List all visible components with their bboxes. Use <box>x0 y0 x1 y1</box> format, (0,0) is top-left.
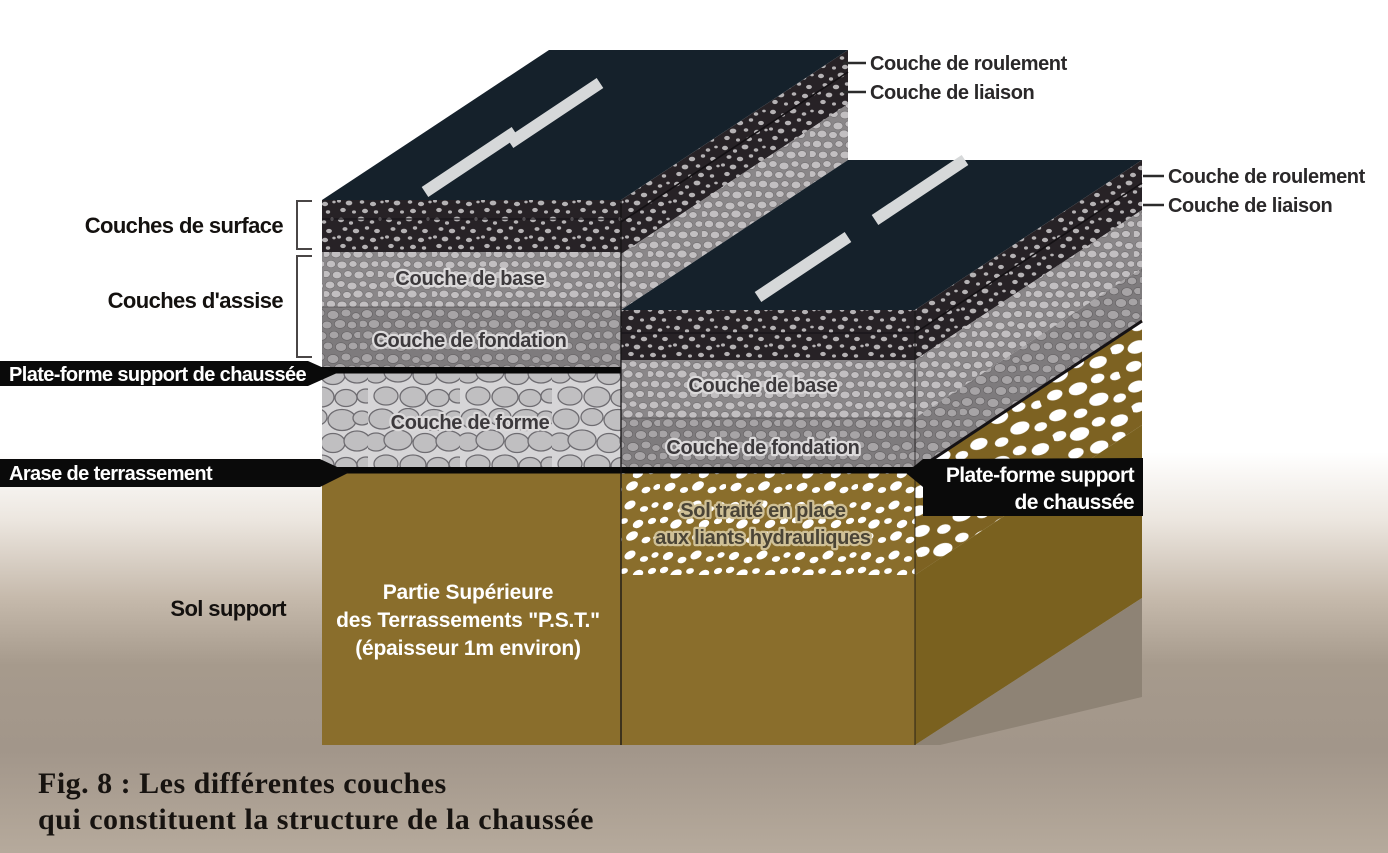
couches-d-assise-label: Couches d'assise <box>108 288 284 313</box>
plateforme-banner-label: Plate-forme support de chaussée <box>9 364 307 386</box>
figure-caption-line1: Fig. 8 : Les différentes couches <box>38 767 447 800</box>
plateforme-right-banner-line1: Plate-forme support <box>946 464 1135 487</box>
plateforme-banner <box>0 361 336 386</box>
plateforme-level-line <box>318 367 621 374</box>
block1-pst-label-line2: des Terrassements "P.S.T." <box>336 609 600 632</box>
assise-bracket <box>296 255 312 358</box>
block2-road-surface <box>621 160 1142 310</box>
figure-caption-line2: qui constituent la structure de la chaus… <box>38 803 594 836</box>
block1-lane-dash-1 <box>421 127 519 197</box>
plateforme-right-banner <box>906 458 1143 516</box>
block1-forme-label: Couche de forme <box>391 412 550 434</box>
block2-side-roulement-liaison-seam <box>914 182 1143 334</box>
arase-plateforme-level-line <box>326 467 923 474</box>
block2-front-base-layer <box>621 360 915 418</box>
block1-base-label: Couche de base <box>395 268 544 290</box>
b2-roulement-label: Couche de roulement <box>1168 166 1366 188</box>
block2-lane-dash-1 <box>754 232 852 302</box>
block1-front-surface-layer <box>322 200 621 252</box>
surface-bracket <box>296 200 312 250</box>
block2-sol-traite-label-line1: Sol traité en place <box>680 500 846 522</box>
block1-pst-label-line1: Partie Supérieure <box>383 581 554 604</box>
block1-pst-label-line3: (épaisseur 1m environ) <box>355 637 581 660</box>
block2-side-surface-layer <box>915 160 1142 360</box>
b2-liaison-label: Couche de liaison <box>1168 195 1332 217</box>
sol-support-label: Sol support <box>170 596 287 621</box>
block2-side-base-layer <box>915 210 1142 418</box>
block1-front-fondation-layer <box>322 307 621 370</box>
block2-front-pst-layer <box>621 575 915 745</box>
block2-sol-traite-label-line2: aux liants hydrauliques <box>655 527 871 549</box>
block2-lane-dash-2 <box>871 155 969 225</box>
block2-front-fondation-layer <box>621 418 915 470</box>
b1-liaison-label: Couche de liaison <box>870 82 1034 104</box>
block2-side-fondation-layer <box>915 268 1142 470</box>
block1-lane-dash-2 <box>506 78 604 148</box>
block1-front-forme-layer <box>322 370 621 467</box>
block1-road-surface <box>322 50 848 200</box>
block1-fondation-label: Couche de fondation <box>373 330 566 352</box>
couches-de-surface-label: Couches de surface <box>85 213 284 238</box>
block2-fondation-label: Couche de fondation <box>666 437 859 459</box>
block1-side-base-layer <box>621 104 848 310</box>
block1-front-base-layer <box>322 252 621 307</box>
plateforme-right-banner-line2: de chaussée <box>1015 491 1134 514</box>
block1-side-surface-layer <box>621 50 848 254</box>
block1-front-pst-layer <box>322 467 621 745</box>
block2-base-label: Couche de base <box>688 375 837 397</box>
block2-side-plateforme-line <box>914 319 1143 473</box>
block2-front-surface-layer <box>621 310 915 360</box>
block1-side-roulement-liaison-seam <box>620 71 849 223</box>
arase-banner <box>0 459 349 487</box>
b1-roulement-label: Couche de roulement <box>870 53 1068 75</box>
arase-banner-label: Arase de terrassement <box>9 463 213 485</box>
block2-ground-shadow <box>915 598 1142 745</box>
block2-front-sol-traite-layer <box>621 470 915 575</box>
